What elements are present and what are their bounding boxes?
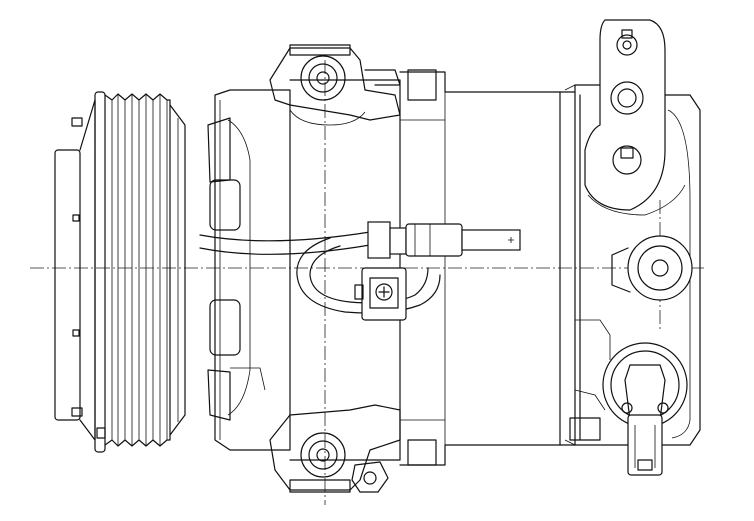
port-plate-top (584, 19, 686, 216)
housing-details (230, 119, 611, 441)
pulley-grooves (104, 93, 171, 447)
wire-clip (354, 267, 407, 321)
compressor-main-body (289, 69, 576, 466)
bottom-mounting-ear (269, 404, 401, 493)
sensor-wiring (199, 231, 441, 314)
control-valve (602, 342, 688, 476)
sensor-connector (367, 221, 521, 259)
side-boss (611, 235, 693, 301)
top-mounting-ear (269, 44, 401, 126)
compressor-front-housing (207, 89, 291, 451)
pulley-assembly (54, 91, 186, 453)
